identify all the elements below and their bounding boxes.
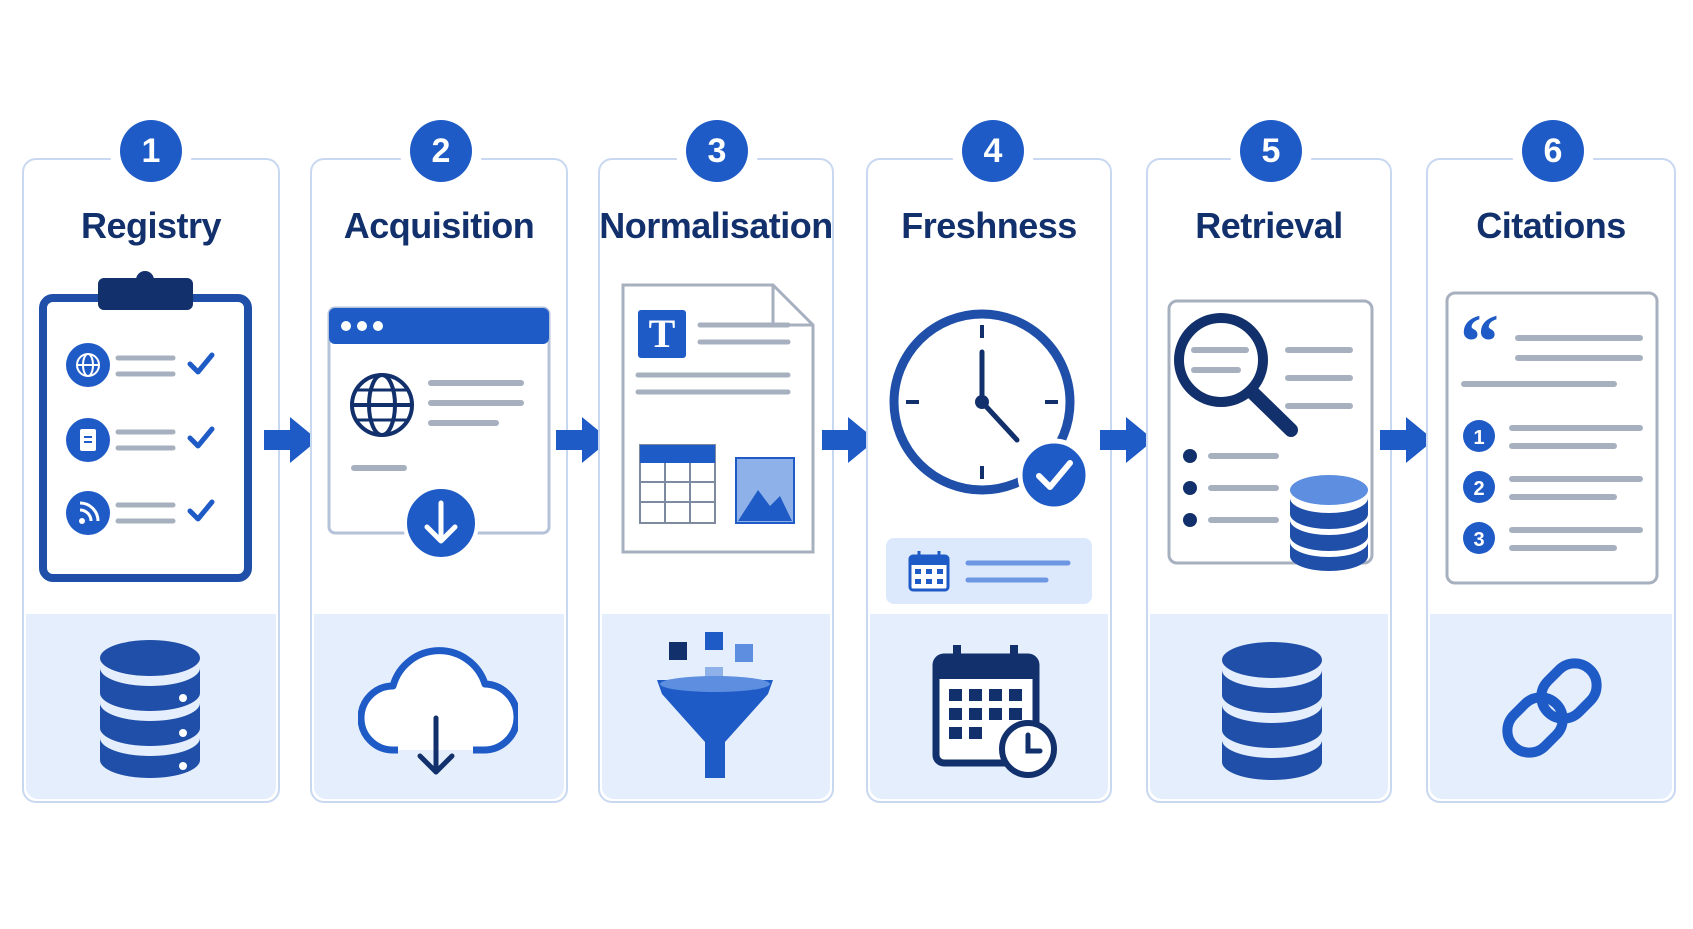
step-title: Normalisation <box>599 205 833 246</box>
arrow-right-icon <box>822 417 876 463</box>
cloud-download-icon <box>358 647 518 775</box>
step-number-badge: 2 <box>410 120 472 182</box>
svg-text:“: “ <box>1460 298 1499 385</box>
step-number-badge: 5 <box>1240 120 1302 182</box>
list-number: 3 <box>1473 529 1484 551</box>
step-title: Retrieval <box>1195 205 1343 246</box>
funnel-icon <box>657 632 773 778</box>
step-title: Registry <box>80 205 222 246</box>
database-icon <box>1222 642 1322 780</box>
calendar-list-icon <box>886 538 1092 604</box>
database-icon <box>100 640 200 778</box>
arrow-right-icon <box>264 417 318 463</box>
calendar-clock-icon <box>932 645 1057 778</box>
step-number-badge: 6 <box>1522 120 1584 182</box>
browser-download-icon <box>327 306 551 561</box>
step-title: Freshness <box>901 205 1077 246</box>
arrow-right-icon <box>1100 417 1154 463</box>
quote-list-icon: “ 1 2 3 <box>1445 291 1659 585</box>
step-title: Acquisition <box>343 205 535 246</box>
step-bottom-panel <box>1430 614 1672 799</box>
list-number: 2 <box>1473 478 1484 500</box>
clipboard-checklist-icon <box>39 271 252 582</box>
arrow-right-icon <box>556 417 610 463</box>
step-title: Citations <box>1476 205 1626 246</box>
step-number-badge: 1 <box>120 120 182 182</box>
list-number: 1 <box>1473 427 1484 449</box>
clock-check-icon <box>889 309 1091 512</box>
step-number-badge: 4 <box>962 120 1024 182</box>
svg-text:T: T <box>649 311 676 356</box>
arrow-right-icon <box>1380 417 1434 463</box>
step-number-badge: 3 <box>686 120 748 182</box>
document-table-image-icon: T <box>621 283 815 554</box>
link-icon <box>1502 658 1602 758</box>
magnifier-document-icon <box>1167 299 1374 571</box>
